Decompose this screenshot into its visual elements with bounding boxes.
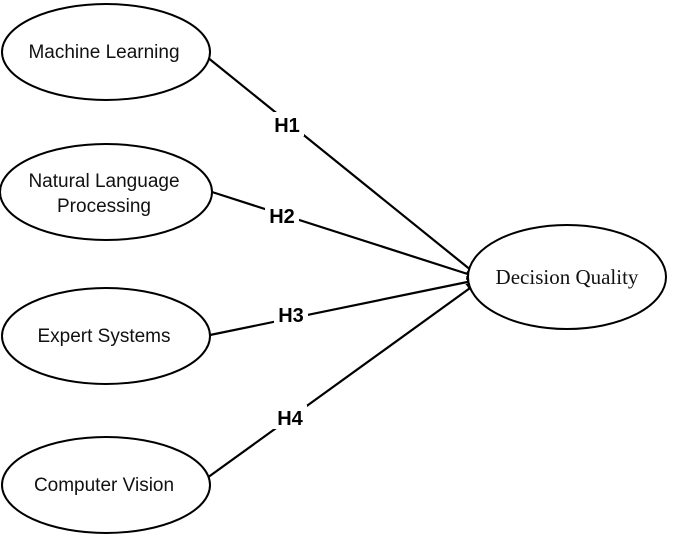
node-decision-quality: Decision Quality — [467, 224, 667, 330]
hypothesis-label-h2: H2 — [265, 203, 299, 228]
hypothesis-label-h4: H4 — [273, 405, 307, 430]
node-natural-language-processing: Natural Language Processing — [0, 143, 213, 241]
hypothesis-label-h3: H3 — [274, 302, 308, 327]
node-expert-systems: Expert Systems — [1, 287, 211, 385]
edge-expert-systems-to-decision-quality — [209, 276, 479, 337]
node-computer-vision: Computer Vision — [1, 436, 211, 534]
hypothesis-h2-text: H2 — [269, 206, 295, 228]
edge-computer-vision-to-decision-quality — [206, 281, 479, 479]
node-computer-vision-label: Computer Vision — [34, 475, 174, 496]
node-nlp-label-line1: Natural Language — [28, 171, 179, 192]
hypothesis-h3-text: H3 — [278, 305, 304, 327]
hypothesis-h1-text: H1 — [274, 115, 300, 137]
hypothesis-label-h1: H1 — [270, 112, 304, 137]
node-machine-learning: Machine Learning — [1, 3, 211, 101]
edge-nlp-to-decision-quality — [211, 190, 479, 280]
node-nlp-label-line2: Processing — [57, 196, 151, 217]
node-decision-quality-label: Decision Quality — [496, 265, 639, 289]
hypothesis-h4-text: H4 — [277, 408, 303, 430]
node-machine-learning-label: Machine Learning — [28, 42, 179, 63]
node-expert-systems-label: Expert Systems — [37, 326, 170, 347]
edge-machine-learning-to-decision-quality — [206, 56, 479, 277]
